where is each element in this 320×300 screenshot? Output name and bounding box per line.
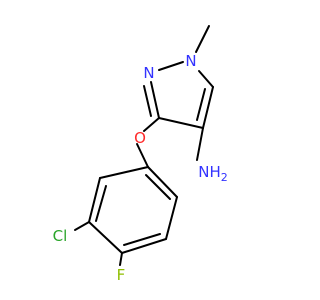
atom-subscript: 2 (221, 171, 228, 184)
atom-label-n2: N (143, 64, 154, 82)
molecule-diagram: N N O NH2 Cl F (53, 25, 228, 284)
atom-symbol: O (134, 129, 146, 147)
atom-symbol: NH (198, 163, 221, 181)
bond-c3p-cl (74, 221, 90, 231)
bond-c2p-c3p (88, 177, 101, 223)
atom-label-f: F (117, 266, 126, 284)
bond-n1-n2 (158, 61, 184, 71)
bond-c6p-c1p-double (145, 174, 171, 200)
bond-n2-c3-double (143, 85, 152, 117)
bond-c4p-f (119, 252, 123, 266)
bond-c4-c5 (202, 86, 214, 129)
atom-label-o: O (134, 129, 146, 147)
bond-c4p-c5p (121, 238, 167, 254)
bond-c5p-c6p (165, 196, 178, 240)
bond-c4-nh2 (196, 127, 204, 161)
structure-svg: N N O NH2 Cl F (53, 25, 228, 284)
bond-c1p-c2p (99, 166, 149, 179)
atom-symbol: N (143, 64, 154, 82)
atom-symbol: N (185, 52, 196, 70)
atom-symbol: F (117, 266, 126, 284)
atom-label-cl: Cl (53, 227, 68, 245)
bond-o-c1p (136, 143, 149, 168)
bond-c6p-c1p (147, 166, 178, 198)
bond-c2p-c3p-double (95, 185, 107, 222)
atom-label-nh2: NH2 (198, 163, 228, 184)
atom-symbol: Cl (53, 227, 68, 245)
bond-c3-c4 (158, 117, 204, 129)
atom-label-n1: N (185, 52, 196, 70)
bond-c3p-c4p (88, 221, 123, 254)
bond-n1-methyl (195, 25, 210, 53)
bond-c5-n1 (198, 70, 214, 88)
bond-n2-c3 (150, 81, 160, 119)
bond-c3-o (143, 117, 160, 132)
bond-c4p-c5p-double (123, 233, 161, 246)
bond-c4-c5-double (196, 88, 206, 121)
